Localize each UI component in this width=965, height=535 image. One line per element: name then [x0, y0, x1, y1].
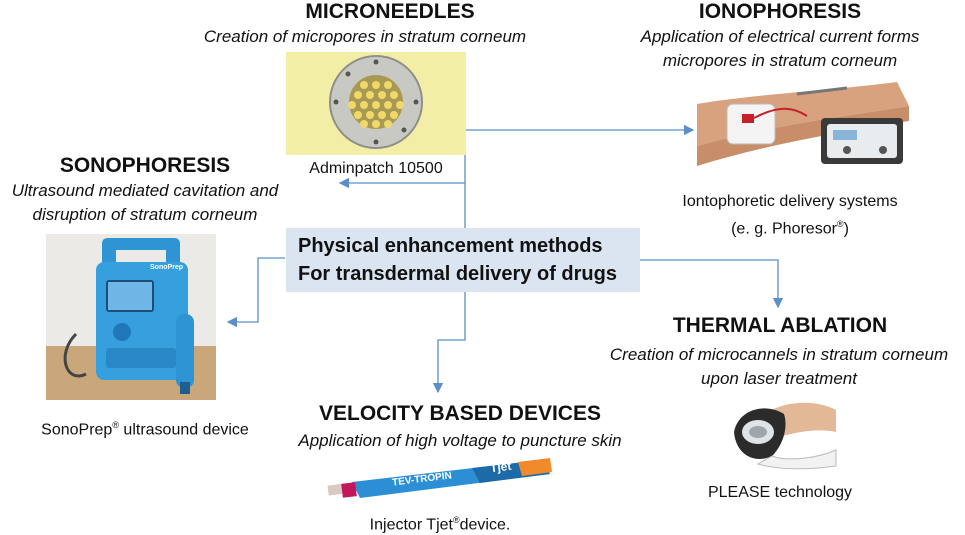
iontophoresis-caption-line-1: Iontophoretic delivery systems — [682, 193, 898, 210]
thermal-ablation-desc-line-2: upon laser treatment — [701, 369, 857, 388]
thermal-ablation-title: THERMAL ABLATION — [672, 314, 888, 337]
iontophoresis-desc-line-1: Application of electrical current forms — [640, 27, 920, 46]
arrow-to-thermal — [640, 259, 784, 309]
center-line-2: For transdermal delivery of drugs — [298, 263, 617, 285]
iontophoresis-title: IONOPHORESIS — [698, 0, 862, 23]
sonophoresis-caption: SonoPrep® ultrasound device — [41, 420, 249, 439]
iontophoresis-device-image — [697, 76, 909, 178]
thermal-ablation-desc-line-1: Creation of microcannels in stratum corn… — [609, 345, 949, 364]
arrow-to-microneedles — [338, 177, 466, 228]
sonoprep-device-image: SonoPrep — [46, 234, 216, 400]
arrow-to-sonophoresis — [226, 257, 285, 328]
microneedles-desc: Creation of micropores in stratum corneu… — [203, 27, 527, 46]
sonoprep-device-label: SonoPrep — [150, 264, 184, 271]
arrow-to-iontophoresis — [464, 124, 695, 183]
arrow-to-velocity — [432, 292, 466, 394]
tjet-model-text: Tjet — [489, 458, 513, 476]
laser-device-image — [728, 392, 838, 470]
velocity-devices-caption: Injector Tjet®device. — [369, 515, 511, 534]
iontophoresis-desc-line-2: micropores in stratum corneum — [662, 51, 898, 70]
microneedles-title: MICRONEEDLES — [305, 0, 475, 23]
center-topic-box: Physical enhancement methods For transde… — [286, 228, 640, 292]
iontophoresis-caption-line-2: (e. g. Phoresor®) — [731, 219, 849, 238]
microneedle-patch-image — [286, 52, 466, 155]
microneedles-caption: Adminpatch 10500 — [309, 160, 443, 177]
velocity-devices-desc: Application of high voltage to puncture … — [298, 431, 622, 450]
sonophoresis-desc-line-2: disruption of stratum corneum — [32, 205, 258, 224]
tjet-injector-image: TEV-TROPIN Tjet — [322, 452, 552, 506]
center-line-1: Physical enhancement methods — [298, 235, 603, 257]
sonophoresis-title: SONOPHORESIS — [59, 154, 231, 177]
thermal-ablation-caption: PLEASE technology — [707, 484, 853, 501]
velocity-devices-title: VELOCITY BASED DEVICES — [318, 402, 601, 425]
sonophoresis-desc-line-1: Ultrasound mediated cavitation and — [11, 181, 279, 200]
